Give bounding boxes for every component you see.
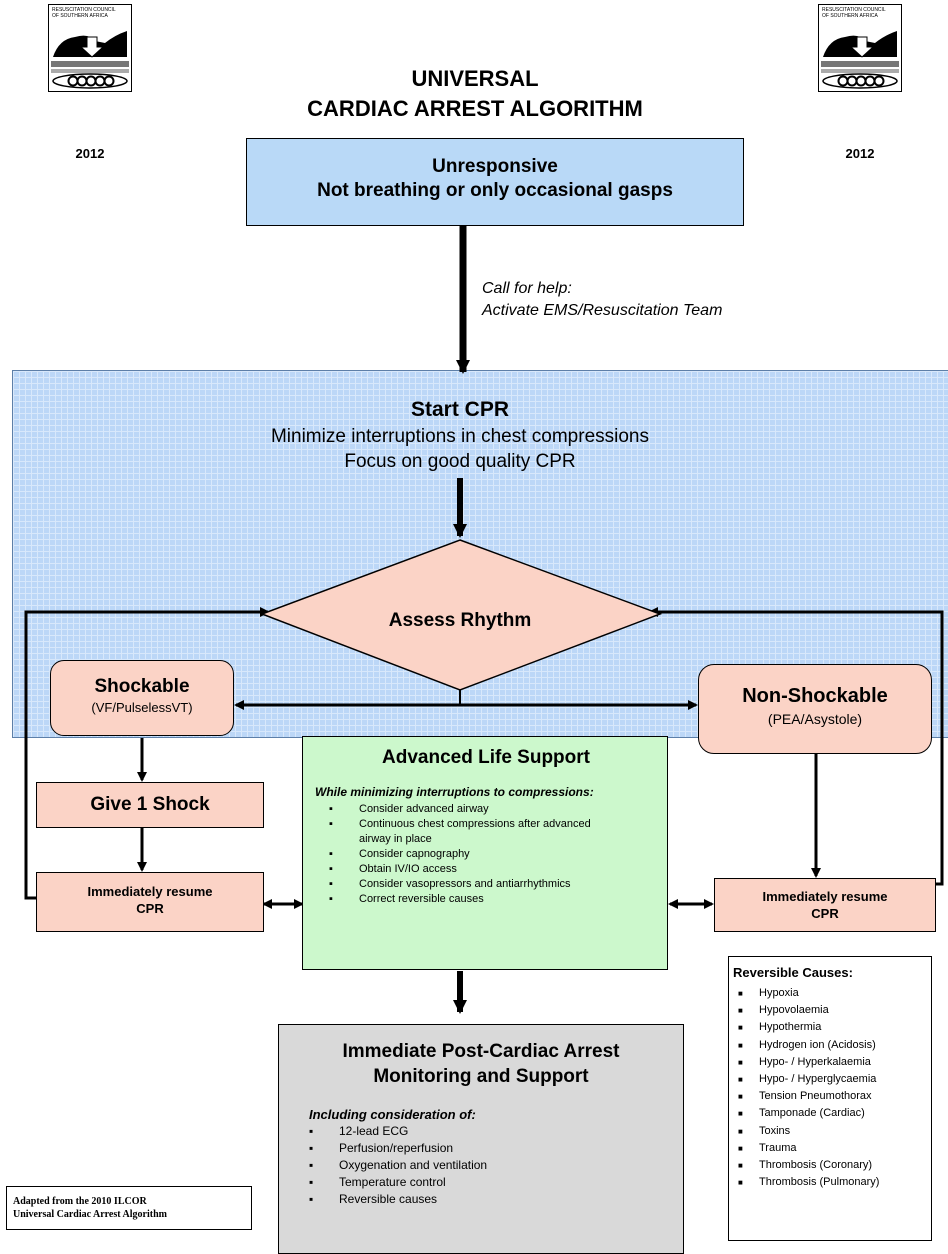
- logo-left: RESUSCITATION COUNCIL OF SOUTHERN AFRICA: [48, 4, 132, 92]
- list-item: Temperature control: [295, 1174, 673, 1191]
- logo-right: RESUSCITATION COUNCIL OF SOUTHERN AFRICA: [818, 4, 902, 92]
- logo-year-right: 2012: [845, 146, 875, 161]
- start-cpr-block: Start CPR Minimize interruptions in ches…: [200, 396, 720, 474]
- list-item: Hypoxia: [733, 985, 927, 1002]
- list-item: Toxins: [733, 1123, 927, 1140]
- list-item: Trauma: [733, 1140, 927, 1157]
- list-item: Oxygenation and ventilation: [295, 1157, 673, 1174]
- post-arrest-subtitle: Including consideration of:: [309, 1107, 476, 1122]
- list-item: Continuous chest compressions after adva…: [315, 817, 609, 847]
- list-item: Tamponade (Cardiac): [733, 1105, 927, 1122]
- give-shock-box: Give 1 Shock: [36, 782, 264, 828]
- list-item: Hypo- / Hyperkalaemia: [733, 1054, 927, 1071]
- non-shockable-box: Non-Shockable (PEA/Asystole): [698, 664, 932, 754]
- list-item: Hypovolaemia: [733, 1002, 927, 1019]
- list-item: Consider capnography: [315, 847, 657, 862]
- list-item: Consider advanced airway: [315, 802, 657, 817]
- advanced-life-support-box: Advanced Life Support While minimizing i…: [302, 736, 668, 970]
- resume-cpr-right-box: Immediately resume CPR: [714, 878, 936, 932]
- adapted-note-box: Adapted from the 2010 ILCOR Universal Ca…: [6, 1186, 252, 1230]
- logo-org-text: RESUSCITATION COUNCIL OF SOUTHERN AFRICA: [52, 7, 116, 19]
- list-item: Consider vasopressors and antiarrhythmic…: [315, 877, 657, 892]
- page-title: UNIVERSAL CARDIAC ARREST ALGORITHM: [260, 64, 690, 124]
- list-item: Correct reversible causes: [315, 892, 657, 907]
- title-line-2: CARDIAC ARREST ALGORITHM: [307, 96, 643, 121]
- shockable-box: Shockable (VF/PulselessVT): [50, 660, 234, 736]
- list-item: Thrombosis (Pulmonary): [733, 1174, 927, 1191]
- als-list: Consider advanced airway Continuous ches…: [315, 802, 657, 907]
- list-item: Obtain IV/IO access: [315, 862, 657, 877]
- post-cardiac-arrest-box: Immediate Post-Cardiac Arrest Monitoring…: [278, 1024, 684, 1254]
- logo-org-text: RESUSCITATION COUNCIL OF SOUTHERN AFRICA: [822, 7, 886, 19]
- als-title: Advanced Life Support: [382, 747, 590, 768]
- resume-cpr-left-box: Immediately resume CPR: [36, 872, 264, 932]
- assess-rhythm-label: Assess Rhythm: [388, 610, 532, 631]
- list-item: Hypothermia: [733, 1019, 927, 1036]
- resuscitation-logo-icon: [821, 23, 899, 89]
- list-item: 12-lead ECG: [295, 1123, 673, 1140]
- list-item: Perfusion/reperfusion: [295, 1140, 673, 1157]
- logo-year-left: 2012: [75, 146, 105, 161]
- list-item: Hypo- / Hyperglycaemia: [733, 1071, 927, 1088]
- post-arrest-list: 12-lead ECG Perfusion/reperfusion Oxygen…: [295, 1123, 673, 1208]
- reversible-causes-box: Reversible Causes: Hypoxia Hypovolaemia …: [728, 956, 932, 1241]
- list-item: Thrombosis (Coronary): [733, 1157, 927, 1174]
- reversible-causes-title: Reversible Causes:: [733, 965, 853, 980]
- als-subtitle: While minimizing interruptions to compre…: [315, 785, 594, 799]
- list-item: Hydrogen ion (Acidosis): [733, 1037, 927, 1054]
- title-line-1: UNIVERSAL: [411, 66, 539, 91]
- list-item: Reversible causes: [295, 1191, 673, 1208]
- call-for-help-text: Call for help: Activate EMS/Resuscitatio…: [482, 280, 723, 319]
- start-cpr-title: Start CPR: [410, 398, 510, 421]
- post-arrest-title: Immediate Post-Cardiac Arrest Monitoring…: [342, 1041, 620, 1087]
- resuscitation-logo-icon: [51, 23, 129, 89]
- reversible-causes-list: Hypoxia Hypovolaemia Hypothermia Hydroge…: [733, 985, 927, 1192]
- list-item: Tension Pneumothorax: [733, 1088, 927, 1105]
- unresponsive-box: Unresponsive Not breathing or only occas…: [246, 138, 744, 226]
